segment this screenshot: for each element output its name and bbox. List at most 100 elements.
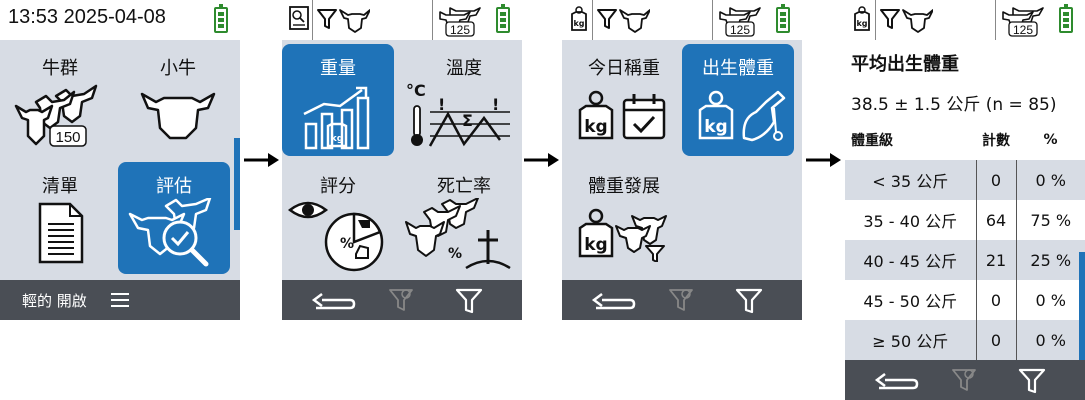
screen-birth-weight-report: kg 125 平均出生體重 38.5 ± 1.5 公斤 (n = 85) 體重級… [845,0,1085,400]
count-cell: 0 [975,280,1016,320]
status-bar: 125 [282,0,522,40]
filter-icon[interactable] [1017,360,1047,400]
report-title: 平均出生體重 [845,40,1085,80]
tile-label: 出生體重 [702,58,774,79]
tile-label: 小牛 [160,58,196,79]
divider [875,0,876,40]
filter-animal-icon [317,9,370,33]
menu-grid: 今日稱重 kg 出生體重 kg [562,40,802,280]
filter-animal-icon [880,9,933,33]
tile-label: 清單 [42,176,78,197]
tile-label: 體重發展 [588,176,660,197]
tile-label: 評分 [320,176,356,197]
evaluation-search-icon [128,198,212,267]
bottom-bar [845,360,1085,400]
svg-text:!: ! [492,95,499,114]
weight-development-icon: kg [578,208,667,262]
tile-evaluation[interactable]: 評估 [118,162,230,274]
back-icon[interactable] [308,280,358,320]
filter-animal-icon [597,9,650,33]
document-icon [38,202,84,264]
table-row[interactable]: 45 - 50 公斤 0 0 % [845,280,1085,320]
herd-count-icon: 125 [719,7,761,37]
table-row[interactable]: 40 - 45 公斤 21 25 % [845,240,1085,280]
herd-count-badge: 125 [1013,23,1033,37]
tile-label: 溫度 [446,58,482,79]
filter-icon[interactable] [454,280,484,320]
bottom-bar [282,280,522,320]
tile-score[interactable]: 評分 % [282,162,394,274]
filter-icon[interactable] [734,280,764,320]
hamburger-icon[interactable] [110,292,130,308]
herd-count-badge: 125 [730,23,750,37]
weight-range: 45 - 50 公斤 [845,280,976,320]
divider [712,0,713,40]
count-cell: 21 [975,240,1016,280]
temperature-chart-icon: °C ! Σ ! [406,81,510,147]
tile-weight[interactable]: 重量 kg [282,44,394,156]
table-row[interactable]: 35 - 40 公斤 64 75 % [845,200,1085,240]
back-icon[interactable] [871,360,921,400]
battery-icon [496,4,510,33]
kg-label: kg [856,19,867,28]
percent-cell: 25 % [1015,240,1085,280]
divider [592,0,593,40]
celsius-unit: °C [406,81,426,100]
scrollbar[interactable] [234,138,240,230]
scrollbar[interactable] [1079,252,1085,362]
percent-cell: 0 % [1015,160,1085,200]
tile-herd[interactable]: 牛群 150 [4,44,116,156]
kg-label: kg [573,19,584,28]
svg-text:!: ! [438,95,445,114]
percent-cell: 0 % [1015,280,1085,320]
report-summary: 38.5 ± 1.5 公斤 (n = 85) [845,80,1085,120]
count-cell: 0 [975,320,1016,360]
menu-grid: 重量 kg 溫度 °C [282,40,522,280]
svg-text:kg: kg [331,134,343,144]
tile-weight-development[interactable]: 體重發展 kg [562,162,674,274]
herd-count-icon: 125 [439,7,481,37]
arrow-right-icon [806,153,841,167]
screen-evaluation-menu: 125 重量 kg 溫度 [282,0,522,320]
calf-icon [140,92,216,140]
tile-label: 今日稱重 [588,58,660,79]
count-cell: 64 [975,200,1016,240]
weight-range: < 35 公斤 [845,160,976,200]
count-cell: 0 [975,160,1016,200]
herd-count-icon: 125 [1002,7,1044,37]
filter-remove-icon[interactable] [666,280,696,320]
column-header: 計數 [976,120,1016,160]
weight-range: 40 - 45 公斤 [845,240,976,280]
menu-grid: 牛群 150 小牛 清單 [0,40,240,280]
column-header: 體重級 [845,120,976,160]
percent-sign: % [340,236,354,252]
light-on-button[interactable]: 輕的 開啟 [22,292,87,310]
svg-text:kg: kg [584,235,607,255]
tile-calves[interactable]: 小牛 [122,44,234,156]
percent-sign: % [448,246,462,262]
status-bar: kg 125 [845,0,1085,40]
arrow-right-icon [244,153,279,167]
tile-label: 重量 [320,58,356,79]
divider [432,0,433,40]
tile-today-weighing[interactable]: 今日稱重 kg [562,44,674,156]
tile-mortality[interactable]: 死亡率 % [402,162,514,274]
filter-remove-icon[interactable] [949,360,979,400]
weight-range: ≥ 50 公斤 [845,320,976,360]
search-list-icon [289,6,309,30]
divider [995,0,996,40]
screen-weight-menu: kg 125 今日稱重 kg [562,0,802,320]
status-bar: kg 125 [562,0,802,40]
tile-list[interactable]: 清單 [4,162,116,274]
tile-birth-weight[interactable]: 出生體重 kg [682,44,794,156]
score-icon: % [288,201,384,272]
tile-temperature[interactable]: 溫度 °C ! Σ ! [402,44,514,156]
clock: 13:53 2025-04-08 [8,6,166,28]
table-row[interactable]: < 35 公斤 0 0 % [845,160,1085,200]
back-icon[interactable] [588,280,638,320]
filter-remove-icon[interactable] [386,280,416,320]
weight-range: 35 - 40 公斤 [845,200,976,240]
weight-chart-icon: kg [303,86,370,150]
table-row[interactable]: ≥ 50 公斤 0 0 % [845,320,1085,360]
herd-count-badge: 125 [450,23,470,37]
